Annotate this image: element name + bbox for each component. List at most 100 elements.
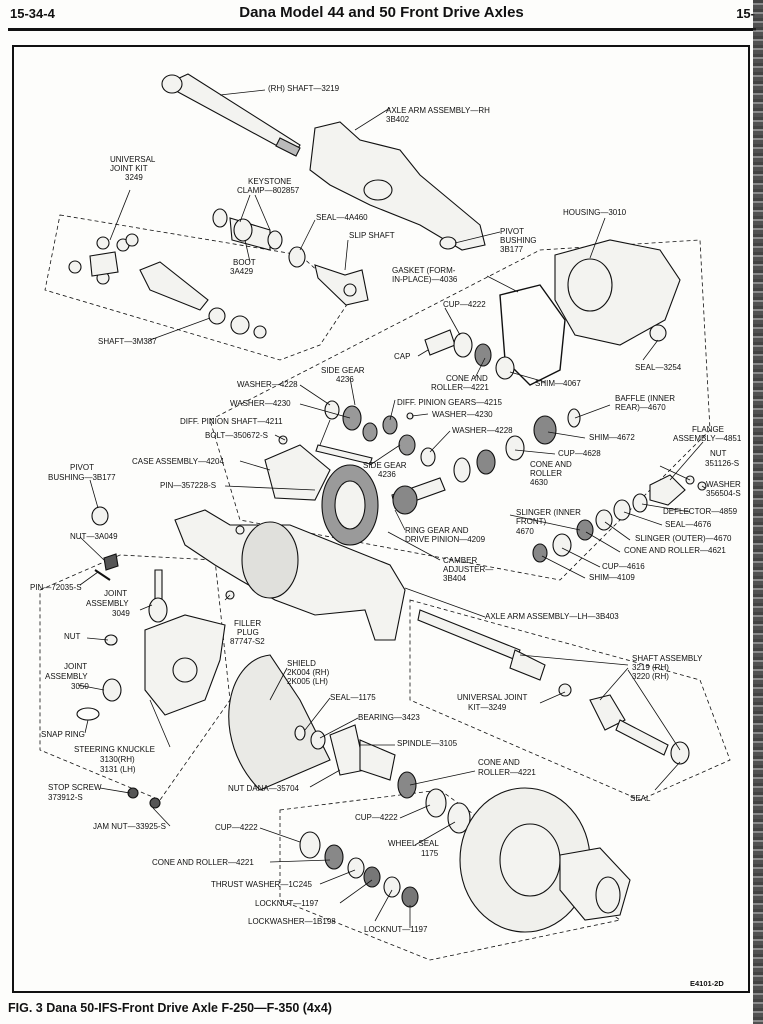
label-joint-3050-number: 3050 — [71, 682, 89, 691]
shaft-assembly-lh-part — [417, 609, 690, 765]
label-housing: HOUSING—3010 — [563, 208, 627, 217]
label-ujoint-kit-line2: JOINT KIT — [110, 164, 148, 173]
label-cone-roller-a: CONE AND — [446, 374, 488, 383]
label-washer-4228-b: WASHER—4228 — [452, 426, 513, 435]
leader-lines — [77, 89, 706, 928]
label-axle-arm-lh: AXLE ARM ASSEMBLY—LH—3B403 — [485, 612, 619, 621]
label-bolt: BOLT—350672-S — [205, 431, 268, 440]
label-side-gear-b-number: 4236 — [378, 470, 396, 479]
label-cone-roller-b: CONE AND — [478, 758, 520, 767]
label-diff-pinion-gears: DIFF. PINION GEARS—4215 — [397, 398, 502, 407]
universal-joint-kit-part — [68, 233, 139, 285]
label-cone-roller-a-line2: ROLLER—4221 — [431, 383, 489, 392]
label-cup-4222-b: CUP—4222 — [215, 823, 258, 832]
joint-assembly-3049-part — [148, 569, 168, 623]
label-shaft-assembly: SHAFT ASSEMBLY — [632, 654, 703, 663]
label-pivot-bushing-lh: PIVOT — [70, 463, 94, 472]
label-ring-gear: RING GEAR AND — [405, 526, 469, 535]
label-seal-4676: SEAL—4676 — [665, 520, 712, 529]
label-seal: SEAL — [630, 794, 651, 803]
figure-caption: FIG. 3 Dana 50-IFS-Front Drive Axle F-25… — [8, 1001, 332, 1015]
axle-arm-rh-part — [309, 121, 486, 251]
label-steering-knuckle-lh: 3131 (LH) — [100, 765, 136, 774]
label-slip-shaft: SLIP SHAFT — [349, 231, 395, 240]
label-joint-3049: JOINT — [104, 589, 127, 598]
label-pin-357228: PIN—357228-S — [160, 481, 216, 490]
differential-gears-part — [315, 400, 436, 467]
label-axle-arm-rh: AXLE ARM ASSEMBLY—RH — [386, 106, 490, 115]
label-cone-roller-4621: CONE AND ROLLER—4621 — [624, 546, 726, 555]
label-seal-3254: SEAL—3254 — [635, 363, 682, 372]
guide-box-shaft-lh — [409, 599, 731, 801]
label-snap-ring: SNAP RING — [41, 730, 85, 739]
stop-screw-jam-nut-part — [127, 787, 161, 809]
label-slinger-inner-number: 4670 — [516, 527, 534, 536]
label-joint-3049-number: 3049 — [112, 609, 130, 618]
label-joint-3050: JOINT — [64, 662, 87, 671]
guide-box-slip-shaft — [44, 214, 351, 361]
label-flange: FLANGE — [692, 425, 724, 434]
axle-arm-lh-part — [174, 509, 406, 641]
label-cup-4628: CUP—4628 — [558, 449, 601, 458]
label-bearing-3423: BEARING—3423 — [358, 713, 420, 722]
label-diff-pinion-shaft: DIFF. PINION SHAFT—4211 — [180, 417, 283, 426]
label-gasket-line2: IN-PLACE)—4036 — [392, 275, 458, 284]
label-ujoint-kit-b-number: KIT—3249 — [468, 703, 507, 712]
label-pivot-bushing-rh: PIVOT — [500, 227, 524, 236]
label-cone-roller-c: CONE AND ROLLER—4221 — [152, 858, 254, 867]
label-side-gear-a-number: 4236 — [336, 375, 354, 384]
label-wheel-seal-number: 1175 — [421, 849, 439, 858]
label-shield-rh: 2K004 (RH) — [287, 668, 330, 677]
label-ujoint-kit-b: UNIVERSAL JOINT — [457, 693, 527, 702]
label-joint-3049-assembly: ASSEMBLY — [86, 599, 129, 608]
label-washer-356504: WASHER — [706, 480, 741, 489]
label-seal-1175: SEAL—1175 — [330, 693, 376, 702]
label-stop-screw-number: 373912-S — [48, 793, 83, 802]
label-case-assembly: CASE ASSEMBLY—4204 — [132, 457, 224, 466]
shaft-3m387-part — [139, 261, 267, 339]
label-nut: NUT — [64, 632, 81, 641]
figure-frame — [12, 45, 750, 993]
label-slinger-inner-line2: FRONT) — [516, 517, 547, 526]
label-axle-arm-rh-number: 3B402 — [386, 115, 410, 124]
housing-part — [554, 239, 681, 346]
label-shim-4672: SHIM—4672 — [589, 433, 635, 442]
label-deflector: DEFLECTOR—4859 — [663, 507, 738, 516]
label-side-gear-b: SIDE GEAR — [363, 461, 407, 470]
label-ring-gear-drive-pinion: DRIVE PINION—4209 — [405, 535, 486, 544]
label-washer-4228-a: WASHER—4228 — [237, 380, 298, 389]
label-shim-4109: SHIM—4109 — [589, 573, 635, 582]
label-camber-number: 3B404 — [443, 574, 467, 583]
label-cone-roller-b-line2: ROLLER—4221 — [478, 768, 536, 777]
label-pivot-bushing-rh-line2: BUSHING — [500, 236, 536, 245]
ring-gear-pinion-part — [321, 464, 446, 546]
label-washer-356504-number: 356504-S — [706, 489, 741, 498]
spindle-parts — [294, 724, 471, 834]
section-number: 15-34-4 — [10, 6, 55, 21]
label-rh-shaft: (RH) SHAFT—3219 — [268, 84, 340, 93]
part-labels: (RH) SHAFT—3219 AXLE ARM ASSEMBLY—RH 3B4… — [30, 84, 742, 988]
pinion-flange-parts — [532, 474, 707, 563]
label-nut-351126-number: 351126-S — [705, 459, 739, 468]
label-pivot-bushing-rh-number: 3B177 — [500, 245, 524, 254]
label-cup-4222-c: CUP—4222 — [355, 813, 398, 822]
label-wheel-seal: WHEEL SEAL — [388, 839, 439, 848]
label-camber: CAMBER — [443, 556, 477, 565]
header-rule — [8, 28, 756, 31]
label-shaft-assembly-rh: 3219 (RH) — [632, 663, 669, 672]
label-pivot-bushing-lh-number: BUSHING—3B177 — [48, 473, 116, 482]
label-stop-screw: STOP SCREW — [48, 783, 102, 792]
guide-box-differential — [209, 239, 711, 581]
label-nut-351126: NUT — [710, 449, 727, 458]
rh-shaft-part — [161, 73, 301, 157]
label-ujoint-kit: UNIVERSAL — [110, 155, 156, 164]
label-locknut-a: LOCKNUT—1197 — [255, 899, 319, 908]
steering-knuckle-part — [144, 614, 226, 716]
label-shield-lh: 2K005 (LH) — [287, 677, 328, 686]
label-cup-4616: CUP—4616 — [602, 562, 645, 571]
figure-code: E4101-2D — [690, 979, 724, 988]
label-jam-nut: JAM NUT—33925-S — [93, 822, 166, 831]
label-baffle: BAFFLE (INNER — [615, 394, 675, 403]
keystone-clamp-boot-part — [212, 208, 283, 251]
